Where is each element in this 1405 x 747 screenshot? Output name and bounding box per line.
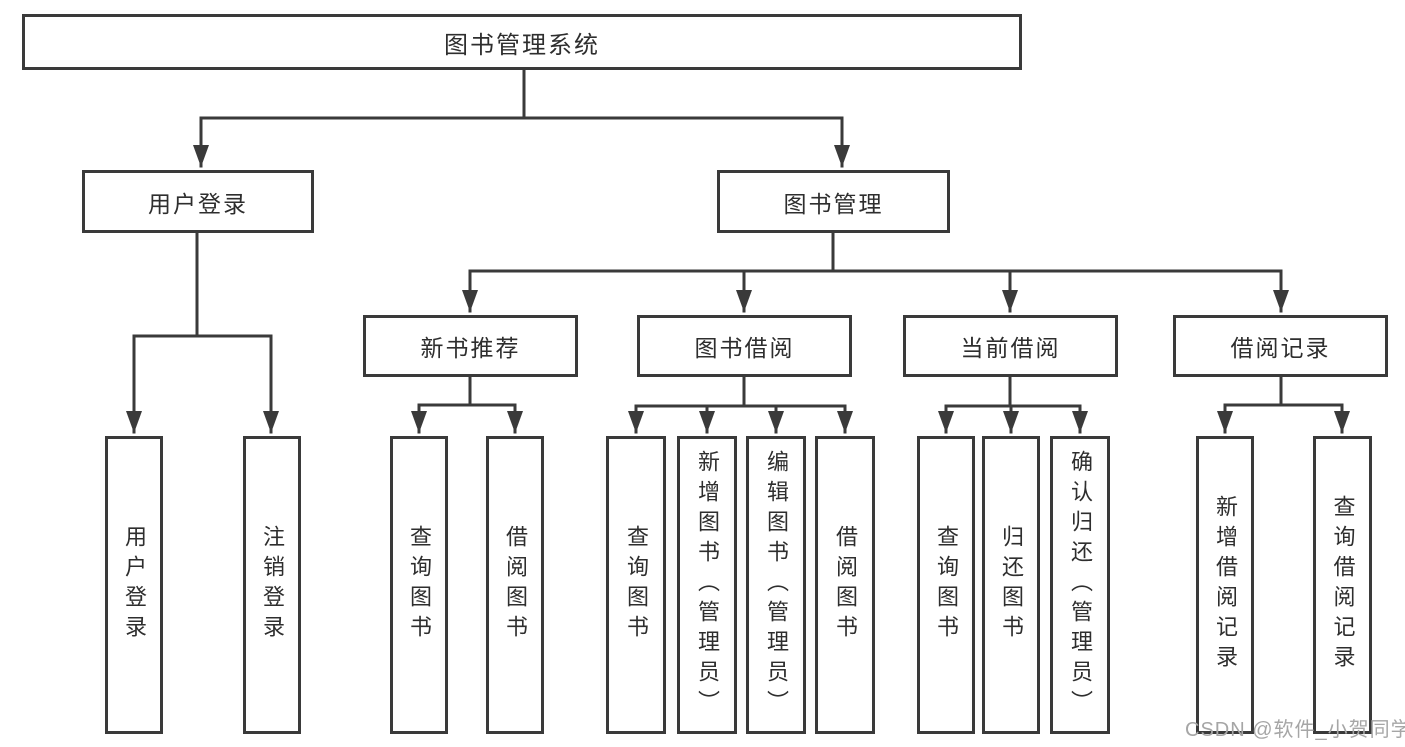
node-borrowing-records: 借阅记录 [1173,315,1388,377]
node-root: 图书管理系统 [22,14,1022,70]
leaf-user-login: 用户登录 [105,436,163,734]
leaf-add-books-admin: 新增图书（管理员） [677,436,737,734]
node-new-book-recommend: 新书推荐 [363,315,578,377]
leaf-borrow-books-recommend: 借阅图书 [486,436,544,734]
leaf-borrow-books-borrowing: 借阅图书 [815,436,875,734]
leaf-edit-books-admin: 编辑图书（管理员） [746,436,806,734]
node-user-login: 用户登录 [82,170,314,233]
leaf-return-books: 归还图书 [982,436,1040,734]
node-book-borrowing: 图书借阅 [637,315,852,377]
leaf-query-books-recommend: 查询图书 [390,436,448,734]
leaf-query-books-current: 查询图书 [917,436,975,734]
node-current-borrowing: 当前借阅 [903,315,1118,377]
csdn-watermark: CSDN @软件_小贺同学 [1185,719,1405,741]
node-book-management: 图书管理 [717,170,950,233]
leaf-query-books-borrowing: 查询图书 [606,436,666,734]
leaf-add-borrow-record: 新增借阅记录 [1196,436,1254,734]
leaf-query-borrow-record: 查询借阅记录 [1313,436,1372,734]
leaf-confirm-return-admin: 确认归还（管理员） [1050,436,1110,734]
leaf-logout-login: 注销登录 [243,436,301,734]
